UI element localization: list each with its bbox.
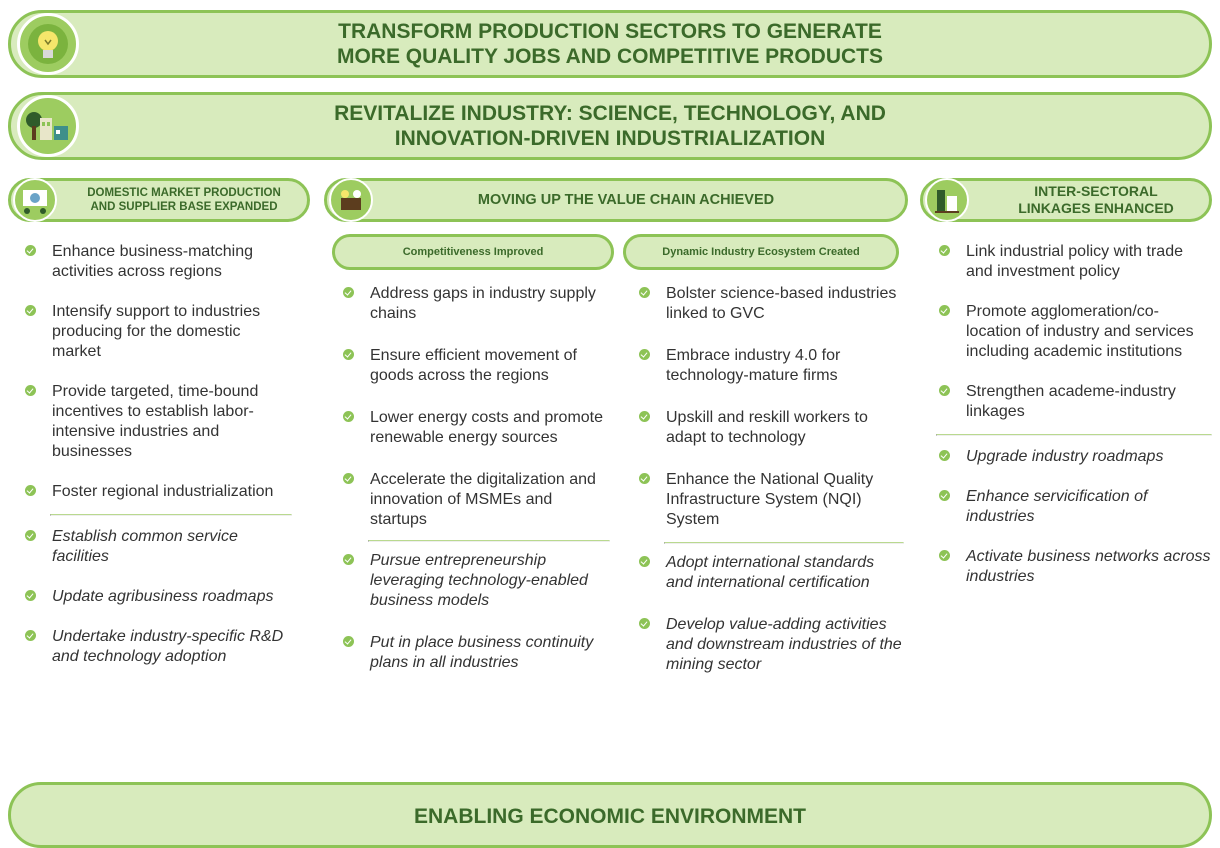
list-item: Lower energy costs and promote renewable…	[340, 408, 610, 448]
list-item: Establish common service facilities	[22, 527, 292, 567]
goal-banner: TRANSFORM PRODUCTION SECTORS TO GENERATE…	[8, 10, 1212, 78]
list-item: Enhance the National Quality Infrastruct…	[636, 470, 904, 530]
list-item: Undertake industry-specific R&D and tech…	[22, 627, 292, 667]
check-icon	[343, 636, 354, 647]
strategy-list-domestic: Enhance business-matching activities acr…	[22, 242, 292, 667]
outcome-domestic-title-line1: DOMESTIC MARKET PRODUCTION	[87, 187, 281, 199]
divider	[664, 542, 904, 544]
check-icon	[25, 385, 36, 396]
check-icon	[25, 530, 36, 541]
list-item: Provide targeted, time-bound incentives …	[22, 382, 292, 462]
check-icon	[939, 245, 950, 256]
list-item: Foster regional industrialization	[22, 482, 292, 502]
goal-title-line2: MORE QUALITY JOBS AND COMPETITIVE PRODUC…	[336, 45, 884, 68]
check-icon	[25, 590, 36, 601]
strategy-list-competitiveness: Address gaps in industry supply chains E…	[340, 284, 610, 673]
check-icon	[343, 287, 354, 298]
divider	[368, 540, 610, 542]
check-icon	[25, 305, 36, 316]
check-icon	[939, 450, 950, 461]
check-icon	[939, 490, 950, 501]
goal-title-line1: TRANSFORM PRODUCTION SECTORS TO GENERATE	[338, 20, 882, 43]
list-item: Link industrial policy with trade and in…	[936, 242, 1212, 282]
check-icon	[639, 556, 650, 567]
enabling-environment-banner: ENABLING ECONOMIC ENVIRONMENT	[8, 782, 1212, 848]
check-icon	[939, 305, 950, 316]
outcome-value-chain-title: MOVING UP THE VALUE CHAIN ACHIEVED	[477, 192, 775, 208]
strategy-banner: REVITALIZE INDUSTRY: SCIENCE, TECHNOLOGY…	[8, 92, 1212, 160]
list-item: Bolster science-based industries linked …	[636, 284, 904, 324]
outcome-linkages-title-line1: INTER-SECTORAL	[1034, 183, 1158, 199]
strategy-list-ecosystem: Bolster science-based industries linked …	[636, 284, 904, 675]
list-item: Upskill and reskill workers to adapt to …	[636, 408, 904, 448]
list-item: Enhance business-matching activities acr…	[22, 242, 292, 282]
check-icon	[639, 618, 650, 629]
strategy-list-linkages: Link industrial policy with trade and in…	[936, 242, 1212, 587]
list-item: Adopt international standards and intern…	[636, 553, 904, 593]
list-item: Put in place business continuity plans i…	[340, 633, 610, 673]
market-icon	[13, 178, 57, 222]
list-item: Intensify support to industries producin…	[22, 302, 292, 362]
list-item: Activate business networks across indust…	[936, 547, 1212, 587]
sub-outcome-ecosystem-title: Dynamic Industry Ecosystem Created	[662, 246, 860, 258]
outcome-linkages-title-line2: LINKAGES ENHANCED	[1018, 200, 1174, 216]
list-item: Upgrade industry roadmaps	[936, 447, 1212, 467]
outcome-linkages: INTER-SECTORAL LINKAGES ENHANCED	[920, 178, 1212, 222]
enabling-environment-title: ENABLING ECONOMIC ENVIRONMENT	[413, 805, 806, 828]
list-item: Enhance servicification of industries	[936, 487, 1212, 527]
factory-icon	[17, 95, 79, 157]
divider	[936, 434, 1212, 436]
strategy-title-line1: REVITALIZE INDUSTRY: SCIENCE, TECHNOLOGY…	[334, 102, 886, 125]
check-icon	[343, 554, 354, 565]
list-item: Accelerate the digitalization and innova…	[340, 470, 610, 530]
check-icon	[25, 245, 36, 256]
check-icon	[343, 411, 354, 422]
list-item: Promote agglomeration/co-location of ind…	[936, 302, 1212, 362]
linkage-icon	[925, 178, 969, 222]
outcome-value-chain: MOVING UP THE VALUE CHAIN ACHIEVED	[324, 178, 908, 222]
check-icon	[639, 473, 650, 484]
sub-outcome-competitiveness-title: Competitiveness Improved	[402, 246, 544, 258]
check-icon	[639, 287, 650, 298]
outcome-domestic-title-line2: AND SUPPLIER BASE EXPANDED	[90, 201, 278, 213]
check-icon	[343, 473, 354, 484]
check-icon	[939, 550, 950, 561]
list-item: Embrace industry 4.0 for technology-matu…	[636, 346, 904, 386]
strategy-title-line2: INNOVATION-DRIVEN INDUSTRIALIZATION	[394, 127, 826, 150]
check-icon	[639, 349, 650, 360]
check-icon	[25, 485, 36, 496]
divider	[50, 514, 292, 516]
list-item: Address gaps in industry supply chains	[340, 284, 610, 324]
list-item: Pursue entrepreneurship leveraging techn…	[340, 551, 610, 611]
outcome-domestic-market: DOMESTIC MARKET PRODUCTION AND SUPPLIER …	[8, 178, 310, 222]
check-icon	[25, 630, 36, 641]
list-item: Update agribusiness roadmaps	[22, 587, 292, 607]
list-item: Strengthen academe-industry linkages	[936, 382, 1212, 422]
check-icon	[639, 411, 650, 422]
value-chain-icon	[329, 178, 373, 222]
list-item: Ensure efficient movement of goods acros…	[340, 346, 610, 386]
sub-outcome-ecosystem: Dynamic Industry Ecosystem Created	[623, 234, 899, 270]
lightbulb-gear-icon	[17, 13, 79, 75]
check-icon	[343, 349, 354, 360]
check-icon	[939, 385, 950, 396]
list-item: Develop value-adding activities and down…	[636, 615, 904, 675]
sub-outcome-competitiveness: Competitiveness Improved	[332, 234, 614, 270]
